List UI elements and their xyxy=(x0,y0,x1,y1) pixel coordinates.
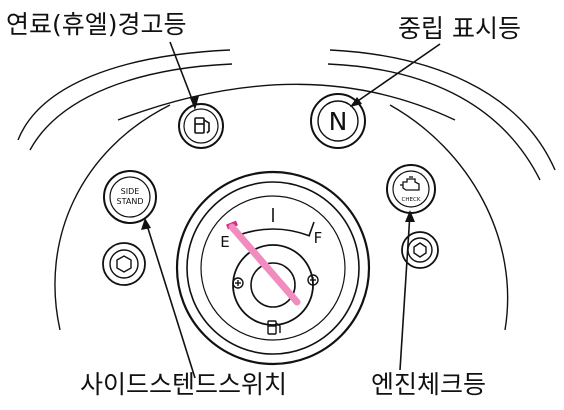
fuel-warning-label: 연료(휴엘)경고등 xyxy=(6,10,187,39)
empty-mark: E xyxy=(220,233,229,251)
screw-icon xyxy=(413,242,427,258)
fuel-gauge: E F xyxy=(175,170,371,366)
check-text: CHECK xyxy=(402,197,421,203)
engine-check-label: 엔진체크등 xyxy=(371,370,487,399)
neutral-indicator-label: 중립 표시등 xyxy=(398,14,521,43)
callout-leaders xyxy=(141,41,441,379)
fuel-warning-indicator xyxy=(178,103,224,149)
side-stand-indicator: SIDE STAND xyxy=(103,170,157,224)
fuel-pump-icon xyxy=(267,320,281,335)
engine-check-icon xyxy=(400,176,420,191)
fuel-pump-icon xyxy=(194,117,210,134)
screw-icon xyxy=(116,255,132,273)
left-screw-boss xyxy=(102,242,146,286)
neutral-indicator: N xyxy=(310,93,366,149)
side-stand-text-line2: STAND xyxy=(117,197,144,206)
hub-screw-right xyxy=(307,274,319,286)
side-stand-switch-label: 사이드스텐드스위치 xyxy=(80,370,288,399)
hub-screw-left xyxy=(232,277,244,289)
gauge-needle xyxy=(228,223,301,306)
engine-check-indicator: CHECK xyxy=(386,164,436,214)
side-stand-text-line1: SIDE xyxy=(121,187,140,196)
full-mark: F xyxy=(314,229,323,247)
housing-outline xyxy=(17,49,556,331)
neutral-letter: N xyxy=(329,107,348,136)
